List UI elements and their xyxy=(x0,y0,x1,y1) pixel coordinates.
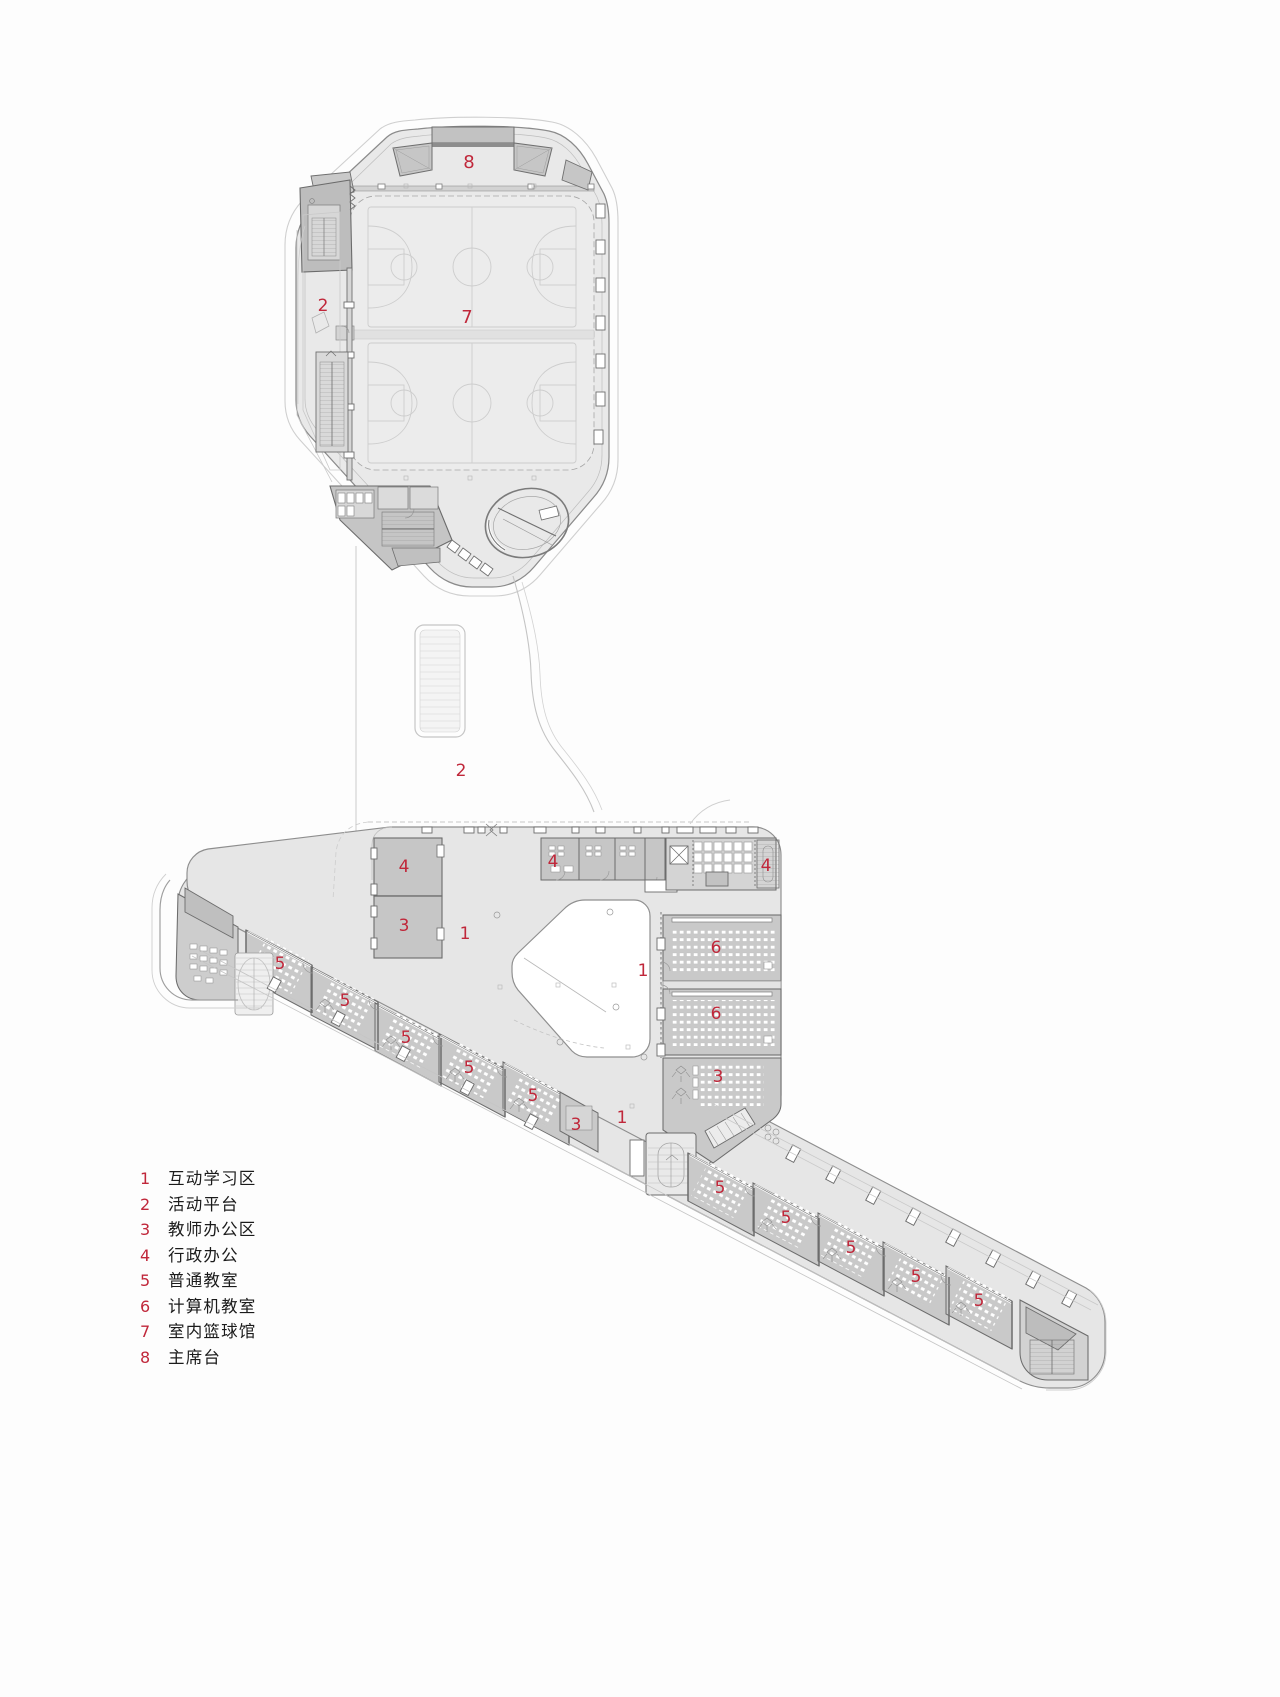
room-number-labels: 8 7 2 2 4 4 4 3 1 1 6 6 3 1 3 5 5 5 5 5 5 5 5 5 5 xyxy=(275,152,985,1311)
classroom-e2-unit xyxy=(752,1182,820,1267)
legend-label: 室内篮球馆 xyxy=(168,1322,257,1341)
legend-number: 5 xyxy=(140,1271,151,1290)
room-number-classroom-w4: 5 xyxy=(464,1058,475,1078)
north-wall-openings xyxy=(421,826,759,834)
classroom-e5-unit xyxy=(945,1265,1013,1350)
legend-label: 主席台 xyxy=(168,1347,222,1367)
column-grid xyxy=(493,908,648,1061)
classroom-w1-unit xyxy=(245,929,313,1014)
room-number-gym-court: 7 xyxy=(461,307,472,328)
gym-grid-dots xyxy=(403,183,537,481)
legend-number: 4 xyxy=(140,1245,151,1265)
legend-row: 7 室内篮球馆 xyxy=(140,1318,460,1344)
legend-label: 互动学习区 xyxy=(168,1169,257,1188)
room-number-teacher-office-nw: 3 xyxy=(399,916,410,936)
legend-label: 活动平台 xyxy=(168,1194,239,1214)
room-number-learning-hub-south: 1 xyxy=(617,1108,628,1128)
room-number-gym-stage: 8 xyxy=(463,152,474,173)
room-number-classroom-w5: 5 xyxy=(528,1086,539,1106)
room-number-classroom-w1: 5 xyxy=(275,954,286,974)
legend-row: 6 计算机教室 xyxy=(140,1293,460,1319)
teacher-office-mid-block xyxy=(559,1091,599,1153)
room-number-admin-nw: 4 xyxy=(399,857,410,877)
legend-row: 3 教师办公区 xyxy=(140,1216,460,1242)
legend-label: 计算机教室 xyxy=(168,1296,257,1316)
legend-row: 2 活动平台 xyxy=(140,1191,460,1217)
room-number-teacher-office-east: 3 xyxy=(713,1067,724,1087)
gym-west-stair xyxy=(315,350,349,453)
academic-bar-block xyxy=(151,799,1107,1391)
room-number-gym-terrace: 2 xyxy=(318,296,329,316)
sw-edge-guides xyxy=(191,947,1023,1390)
legend-number: 2 xyxy=(140,1194,151,1214)
west-end-core xyxy=(151,873,274,1016)
legend-number: 6 xyxy=(140,1296,151,1316)
legend-number: 8 xyxy=(140,1347,151,1367)
room-number-classroom-e3: 5 xyxy=(846,1238,857,1258)
room-number-link-terrace: 2 xyxy=(456,761,467,781)
gym-south-louvres xyxy=(446,539,494,577)
gym-court-divider xyxy=(349,329,595,340)
basketball-courts xyxy=(367,206,577,464)
legend-number: 7 xyxy=(140,1322,151,1341)
room-number-teacher-office-mid: 3 xyxy=(571,1115,582,1135)
room-number-classroom-e2: 5 xyxy=(781,1208,792,1228)
legend-number: 1 xyxy=(140,1169,151,1188)
central-courtyard xyxy=(497,899,651,1123)
gym-sw-service-block xyxy=(329,485,453,571)
north-block-nw-corner xyxy=(371,826,393,880)
legend-row: 8 主席台 xyxy=(140,1344,460,1370)
room-number-classroom-e4: 5 xyxy=(911,1267,922,1287)
north-canopy-curve xyxy=(332,821,369,901)
gym-spiral-ramp xyxy=(484,487,570,559)
ne-canopy xyxy=(689,799,731,825)
room-number-computer-lab-upper: 6 xyxy=(711,938,722,958)
legend-number: 3 xyxy=(140,1220,151,1239)
room-number-classroom-e5: 5 xyxy=(974,1291,985,1311)
classroom-e3-unit xyxy=(817,1212,885,1297)
west-classroom-wing xyxy=(245,929,570,1146)
room-number-classroom-e1: 5 xyxy=(715,1178,726,1198)
legend-label: 普通教室 xyxy=(168,1271,239,1290)
gym-roof-outline xyxy=(284,116,619,597)
ne-service-core xyxy=(665,837,780,891)
diagonal-facade-guides xyxy=(705,1099,1099,1311)
classroom-w4-unit xyxy=(438,1033,506,1118)
legend: 1 互动学习区 2 活动平台 3 教师办公区 4 行政办公 5 普通教室 6 计算机教室 7 室内篮球馆 8… xyxy=(140,1165,460,1369)
legend-label: 教师办公区 xyxy=(168,1220,257,1239)
room-number-classroom-w3: 5 xyxy=(401,1028,412,1048)
legend-label: 行政办公 xyxy=(168,1245,239,1265)
east-stair xyxy=(704,1107,756,1149)
gymnasium-block xyxy=(284,116,619,597)
legend-row: 1 互动学习区 xyxy=(140,1165,460,1191)
link-east-edge xyxy=(512,575,595,813)
central-core xyxy=(629,1132,697,1196)
link-terrace-block xyxy=(355,546,603,880)
room-number-computer-lab-lower: 6 xyxy=(711,1004,722,1024)
room-number-learning-hub-east: 1 xyxy=(638,961,649,981)
room-number-admin-mid: 4 xyxy=(548,852,559,872)
sw-facade-fins xyxy=(266,976,539,1131)
room-number-admin-east: 4 xyxy=(761,856,772,876)
room-number-learning-hub-west: 1 xyxy=(460,924,471,944)
room-number-classroom-w2: 5 xyxy=(340,991,351,1011)
legend-row: 4 行政办公 xyxy=(140,1242,460,1268)
link-stair xyxy=(414,624,466,738)
gym-east-louvres xyxy=(593,203,606,445)
computer-lab-group xyxy=(656,912,782,1058)
legend-row: 5 普通教室 xyxy=(140,1267,460,1293)
east-classroom-wing xyxy=(687,1152,1013,1350)
east-end-core xyxy=(1019,1289,1107,1391)
teacher-office-east-block xyxy=(662,1057,782,1164)
link-east-edge-inner xyxy=(521,581,603,811)
